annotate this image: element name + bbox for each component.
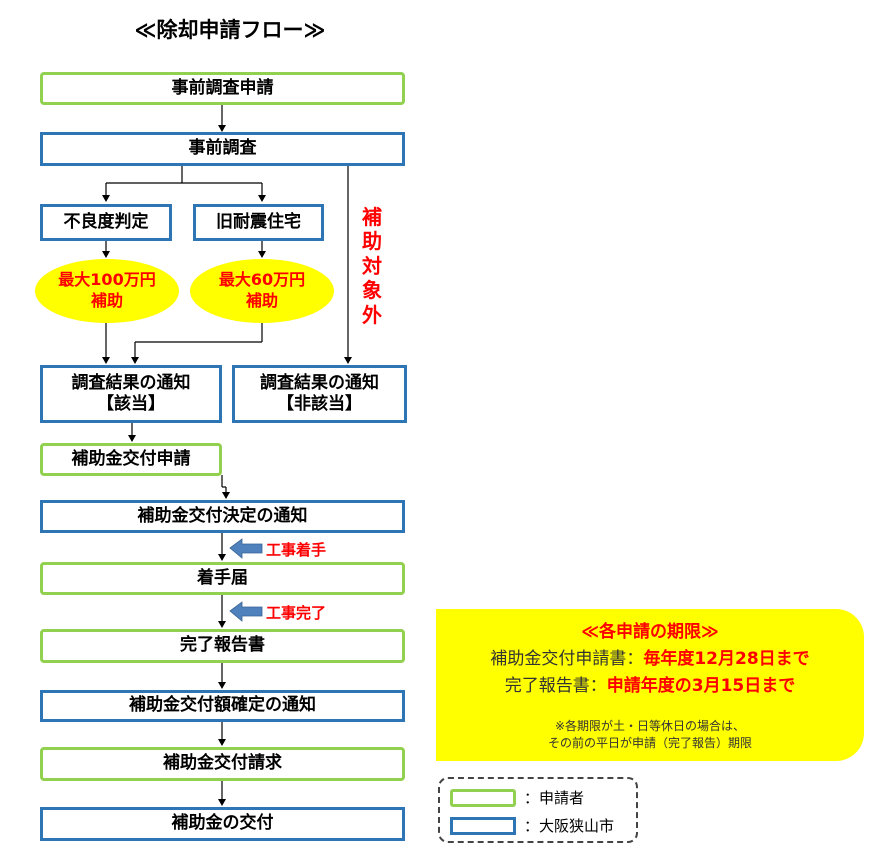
pre-survey-application-node: 事前調査申請 — [40, 72, 405, 105]
subsidy-100-oval: 最大100万円 補助 — [35, 259, 179, 323]
deadline-row-completion-report: 完了報告書：申請年度の3月15日まで — [436, 671, 864, 696]
deadline-row2-label: 完了報告書： — [504, 676, 607, 696]
construction-complete-arrow-icon — [229, 601, 263, 622]
old-seismic-house-node: 旧耐震住宅 — [193, 204, 324, 241]
page-title: ≪除却申請フロー≫ — [134, 18, 326, 42]
deadline-note-line1: ※各期限が土・日等休日の場合は、 — [554, 719, 746, 733]
deadline-row-grant-application: 補助金交付申請書：毎年度12月28日まで — [436, 644, 864, 669]
pre-survey-node: 事前調査 — [40, 132, 405, 166]
deadline-row2-value: 申請年度の3月15日まで — [606, 676, 796, 696]
result-ineligible-title: 調査結果の通知 — [260, 372, 379, 393]
construction-start-arrow-icon — [229, 538, 263, 559]
start-notice-node: 着手届 — [40, 562, 405, 595]
legend-applicant-row: ：申請者 — [450, 787, 626, 808]
deadline-row1-value: 毎年度12月28日まで — [643, 649, 810, 669]
deadline-row1-label: 補助金交付申請書： — [490, 649, 644, 669]
legend-city-row: ：大阪狭山市 — [450, 815, 626, 836]
subsidy-60-oval: 最大60万円 補助 — [190, 259, 334, 323]
result-eligible-status: 【該当】 — [97, 394, 165, 414]
subsidy-60-amount: 最大60万円 — [218, 270, 306, 290]
construction-complete-label: 工事完了 — [266, 604, 327, 622]
grant-amount-notice-node: 補助金交付額確定の通知 — [40, 690, 405, 722]
result-ineligible-status: 【非該当】 — [277, 394, 362, 414]
grant-claim-node: 補助金交付請求 — [40, 747, 405, 781]
grant-payment-node: 補助金の交付 — [40, 807, 405, 841]
result-ineligible-node: 調査結果の通知 【非該当】 — [232, 365, 407, 423]
grant-decision-notice-node: 補助金交付決定の通知 — [40, 500, 405, 533]
legend-applicant-swatch — [450, 788, 516, 807]
grant-application-node: 補助金交付申請 — [40, 443, 222, 476]
completion-report-node: 完了報告書 — [40, 629, 405, 663]
legend-city-label: ：大阪狭山市 — [524, 817, 615, 835]
legend: ：申請者 ：大阪狭山市 — [438, 777, 638, 843]
subsidy-100-label: 補助 — [90, 291, 123, 310]
deadline-note-line2: その前の平日が申請（完了報告）期限 — [547, 735, 752, 750]
deadline-title: ≪各申請の期限≫ — [581, 622, 719, 642]
not-eligible-vertical-label: 補 助 対 象 外 — [362, 205, 382, 327]
poor-condition-judgment-node: 不良度判定 — [40, 204, 172, 241]
deadline-note: ※各期限が土・日等休日の場合は、 その前の平日が申請（完了報告）期限 — [436, 718, 864, 752]
result-eligible-title: 調査結果の通知 — [71, 372, 191, 393]
deadline-panel: ≪各申請の期限≫ 補助金交付申請書：毎年度12月28日まで 完了報告書：申請年度… — [436, 609, 864, 761]
subsidy-60-label: 補助 — [245, 291, 278, 310]
construction-start-label: 工事着手 — [266, 541, 327, 559]
legend-city-swatch — [450, 816, 516, 835]
legend-applicant-label: ：申請者 — [524, 789, 585, 807]
subsidy-100-amount: 最大100万円 — [58, 270, 156, 290]
result-eligible-node: 調査結果の通知 【該当】 — [40, 365, 222, 423]
